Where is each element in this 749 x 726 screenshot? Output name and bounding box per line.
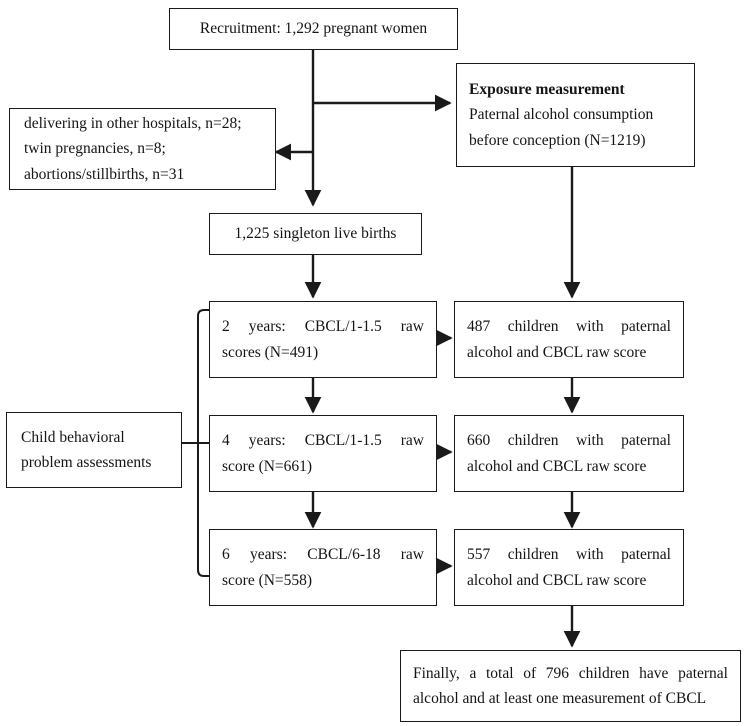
- node-cbcl-2y-line-1: 2 years: CBCL/1-1.5 raw: [222, 318, 424, 336]
- node-final-line-1: Finally, a total of 796 children have pa…: [413, 664, 728, 682]
- node-exposure-line-3: before conception (N=1219): [469, 131, 646, 149]
- node-matched-4y: 660 children with paternal alcohol and C…: [454, 415, 684, 492]
- node-exclusions-line-3: abortions/stillbirths, n=31: [24, 165, 185, 183]
- node-recruitment-line-1: Recruitment: 1,292 pregnant women: [199, 20, 428, 38]
- node-assessments: Child behavioral problem assessments: [6, 412, 182, 488]
- node-cbcl-4y-line-2: score (N=661): [222, 457, 313, 475]
- node-cbcl-2y-line-2: scores (N=491): [222, 343, 319, 361]
- node-final-summary: Finally, a total of 796 children have pa…: [400, 650, 741, 722]
- node-matched-4y-line-1: 660 children with paternal: [467, 432, 671, 450]
- node-matched-2y: 487 children with paternal alcohol and C…: [454, 301, 684, 378]
- node-cbcl-4y: 4 years: CBCL/1-1.5 raw score (N=661): [209, 415, 437, 492]
- node-matched-6y-line-1: 557 children with paternal: [467, 546, 671, 564]
- node-live-births-line-1: 1,225 singleton live births: [234, 225, 397, 243]
- node-live-births: 1,225 singleton live births: [209, 213, 422, 255]
- node-matched-2y-line-1: 487 children with paternal: [467, 318, 671, 336]
- node-matched-6y: 557 children with paternal alcohol and C…: [454, 529, 684, 606]
- node-exclusions: delivering in other hospitals, n=28; twi…: [9, 108, 276, 190]
- node-cbcl-6y-line-1: 6 years: CBCL/6-18 raw: [222, 546, 424, 564]
- node-cbcl-2y: 2 years: CBCL/1-1.5 raw scores (N=491): [209, 301, 437, 378]
- node-matched-4y-line-2: alcohol and CBCL raw score: [467, 457, 647, 475]
- node-exclusions-line-2: twin pregnancies, n=8;: [24, 140, 166, 158]
- connector-assessments-bracket: [197, 309, 209, 577]
- node-assessments-line-2: problem assessments: [21, 454, 152, 471]
- node-matched-2y-line-2: alcohol and CBCL raw score: [467, 343, 647, 361]
- node-cbcl-6y-line-2: score (N=558): [222, 571, 313, 589]
- node-exposure-measurement: Exposure measurement Paternal alcohol co…: [456, 63, 695, 167]
- node-cbcl-6y: 6 years: CBCL/6-18 raw score (N=558): [209, 529, 437, 606]
- node-final-line-2: alcohol and at least one measurement of …: [413, 690, 707, 707]
- node-exposure-line-2: Paternal alcohol consumption: [469, 106, 654, 124]
- node-exclusions-line-1: delivering in other hospitals, n=28;: [24, 115, 242, 133]
- node-assessments-line-1: Child behavioral: [21, 428, 125, 446]
- node-cbcl-4y-line-1: 4 years: CBCL/1-1.5 raw: [222, 432, 424, 450]
- node-exposure-title: Exposure measurement: [469, 81, 625, 99]
- node-recruitment: Recruitment: 1,292 pregnant women: [169, 8, 458, 50]
- node-matched-6y-line-2: alcohol and CBCL raw score: [467, 571, 647, 589]
